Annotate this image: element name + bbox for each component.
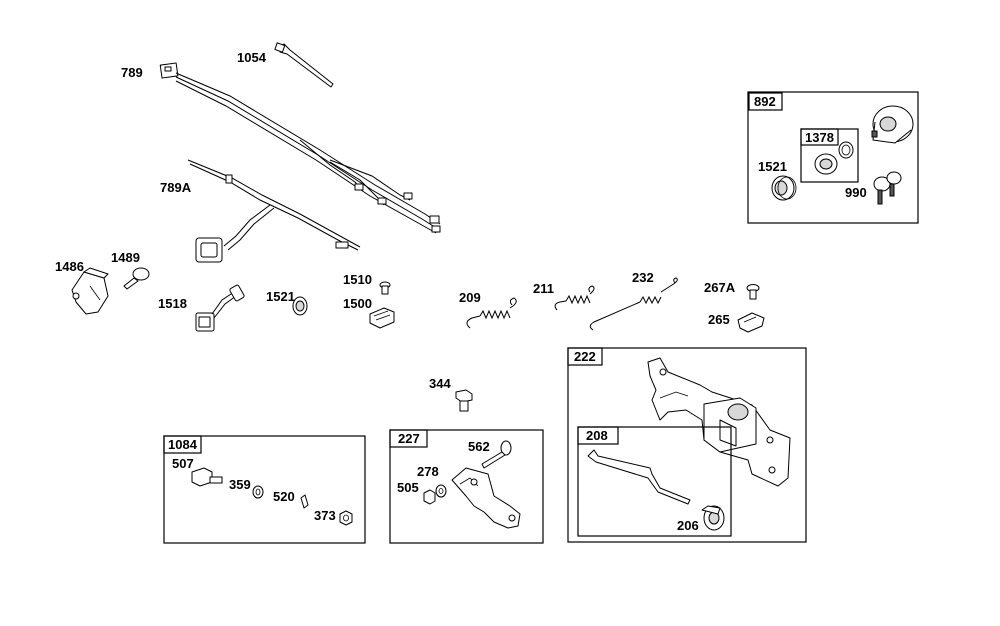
connector-1500: [369, 307, 395, 329]
nut-505: [423, 489, 436, 505]
kit-box-208: [577, 426, 732, 537]
nut-373: [339, 510, 353, 526]
bushing-206: [701, 505, 725, 531]
callout-208: 208: [586, 428, 608, 443]
spring-209: [466, 297, 517, 329]
callout-278: 278: [417, 464, 439, 479]
callout-265: 265: [708, 312, 730, 327]
bracket-222: [647, 357, 791, 487]
bolt-507: [191, 467, 223, 487]
callout-1510: 1510: [343, 272, 372, 287]
lever-227: [451, 467, 521, 529]
sensor-1486: [71, 267, 109, 315]
callout-892: 892: [754, 94, 776, 109]
callout-1486: 1486: [55, 259, 84, 274]
callout-359: 359: [229, 477, 251, 492]
callout-211: 211: [533, 281, 554, 296]
ignition-switch: [871, 105, 914, 144]
callout-222: 222: [574, 349, 596, 364]
callout-373: 373: [314, 508, 336, 523]
callout-1521-left: 1521: [266, 289, 295, 304]
callout-209: 209: [459, 290, 481, 305]
kit-box-1084-tag: [163, 435, 202, 454]
callout-1489: 1489: [111, 250, 140, 265]
washer-278: [435, 484, 447, 498]
spring-232: [589, 277, 678, 331]
callout-267A: 267A: [704, 280, 736, 295]
callout-1521-kit: 1521: [758, 159, 787, 174]
kit-box-227-tag: [389, 429, 428, 448]
harness-789A: [187, 159, 361, 263]
link-rod-208: [587, 449, 691, 505]
harness-789: [159, 62, 441, 234]
kit-box-892-tag: [748, 92, 783, 111]
callout-1084: 1084: [168, 437, 198, 452]
washer-359: [252, 485, 264, 499]
callout-1054: 1054: [237, 50, 267, 65]
callout-520: 520: [273, 489, 295, 504]
pin-562: [481, 440, 512, 469]
callout-507: 507: [172, 456, 194, 471]
kit-box-222-tag: [567, 347, 603, 366]
callout-232: 232: [632, 270, 654, 285]
callout-562: 562: [468, 439, 490, 454]
kit-box-208-tag: [577, 426, 619, 445]
callout-505: 505: [397, 480, 419, 495]
keys-990: [873, 171, 902, 205]
kit-box-222: [567, 347, 807, 543]
callout-1378: 1378: [805, 130, 834, 145]
callout-1518: 1518: [158, 296, 187, 311]
screw-344: [455, 389, 473, 412]
callout-789A: 789A: [160, 180, 192, 195]
clip-265: [737, 312, 765, 333]
kit-box-227: [389, 429, 544, 544]
nut-1521-kit: [771, 175, 797, 201]
callout-990: 990: [845, 185, 867, 200]
screw-1510: [379, 281, 391, 295]
callout-206: 206: [677, 518, 699, 533]
callout-789: 789: [121, 65, 143, 80]
kit-box-1084: [163, 435, 366, 544]
callout-1500: 1500: [343, 296, 372, 311]
grommet-1521: [292, 296, 308, 316]
nut-1378: [814, 141, 854, 175]
screw-1489: [123, 267, 150, 290]
lock-washer-520: [300, 494, 309, 509]
kit-box-1378-tag: [800, 128, 839, 146]
screw-267A: [746, 284, 760, 300]
callout-344: 344: [429, 376, 451, 391]
cable-tie-1054: [274, 42, 334, 88]
connector-1518: [195, 284, 245, 332]
callout-227: 227: [398, 431, 420, 446]
spring-211: [554, 285, 595, 311]
kit-box-892: [747, 91, 919, 224]
